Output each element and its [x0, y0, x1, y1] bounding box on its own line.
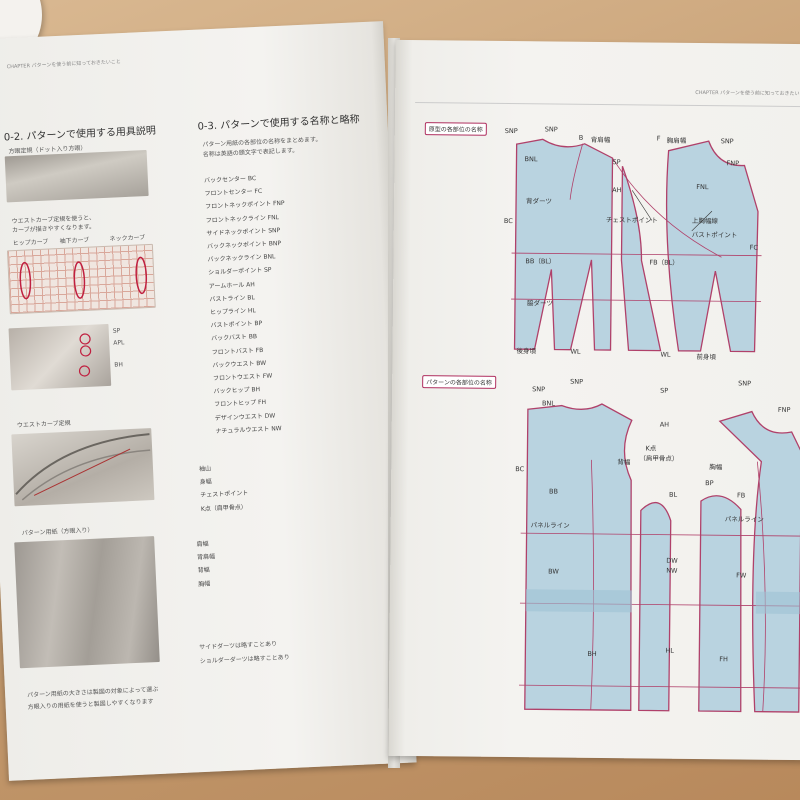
label-dw: DW [666, 556, 678, 565]
term-item: 肩幅 [196, 540, 209, 549]
right-page: CHAPTER パターンを使う前に知っておきたいこと 原型の各部位の名称 SNP… [388, 39, 800, 761]
back-panel-shape [524, 403, 633, 711]
ruler-label-3: ネックカーブ [109, 234, 146, 243]
label-upper_width: 上胸幅線 [691, 216, 718, 226]
label-bust_point: バストポイント [691, 230, 738, 240]
label-snp2: SNP [544, 125, 558, 134]
section-title-tools: 0-2. パターンで使用する用具説明 [3, 125, 157, 144]
bottom-note-2: 方眼入りの用紙を使うと製図しやすくなります [27, 698, 154, 711]
label-bp: BP [705, 479, 714, 488]
section-title-names: 0-3. パターンで使用する名称と略称 [197, 114, 360, 133]
header-rule [415, 102, 800, 108]
label-panel_line1: パネルライン [530, 521, 570, 530]
label-fnp: FNP [777, 405, 791, 414]
label-snp3: SNP [720, 137, 734, 146]
back-bodice-shape [513, 138, 614, 351]
photo-caption-2: ウエストカーブ定規 [16, 419, 71, 430]
photo-grid-ruler [4, 149, 149, 203]
label-fb_bl: FB（BL） [649, 258, 679, 267]
sloper-diagram [511, 138, 762, 353]
label-bl: BL [668, 490, 678, 499]
label-snp1: SNP [504, 126, 518, 136]
label-ah: AH [612, 186, 622, 195]
label-bnl: BNL [524, 155, 538, 164]
label-bw: BW [548, 567, 559, 576]
photo-curve-ruler [8, 323, 112, 391]
right-page-header: CHAPTER パターンを使う前に知っておきたいこと [695, 89, 800, 98]
term-item: 背幅 [197, 566, 210, 575]
waist-curve-lines [15, 433, 151, 501]
label-snp1: SNP [532, 385, 546, 394]
label-back_side: 後身頃 [516, 347, 537, 356]
label-fnl: FNL [696, 182, 709, 192]
left-page: CHAPTER パターンを使う前に知っておきたいこと 0-2. パターンで使用す… [0, 21, 417, 781]
terms-list-3: 肩幅背肩幅背幅胸幅 [196, 537, 216, 591]
label-f: F [656, 134, 661, 143]
pattern-diagram [519, 403, 800, 713]
figure-caption-1: 原型の各部位の名称 [424, 122, 487, 136]
marker-label-sp: SP [112, 327, 121, 335]
label-sp: SP [612, 158, 621, 167]
label-back_shoulder: 背肩幅 [590, 135, 611, 145]
term-item: 背肩幅 [196, 553, 216, 562]
label-nw: NW [666, 566, 678, 575]
photo-caption-3: パターン用紙（方眼入り） [21, 526, 94, 538]
label-sp: SP [660, 386, 669, 395]
photo-waist-curve [11, 428, 155, 507]
label-shoulder_width: 背幅 [617, 458, 631, 467]
label-front_shoulder: 胸肩幅 [666, 136, 687, 145]
ruler-markers [19, 256, 148, 300]
label-side_dart: 脇ダーツ [526, 299, 553, 308]
left-page-header: CHAPTER パターンを使う前に知っておきたいこと [6, 59, 122, 71]
label-fnp: FNP [726, 159, 740, 168]
term-item: 胸幅 [198, 580, 211, 588]
ruler-label-1: ヒップカーブ [12, 238, 49, 248]
sloper-labels: SNP SNP B 背肩幅 F 胸肩幅 SNP FNP BNL SP FNL BC 背ダーツ AH チェスト… [396, 40, 800, 361]
label-wl2: WL [660, 350, 671, 359]
label-bnl: BNL [541, 399, 555, 408]
front-panel-shape [718, 410, 800, 713]
term-item: K点（肩甲骨点） [200, 503, 247, 513]
label-fw: FW [736, 571, 747, 580]
photo-curve-rulers [6, 243, 156, 315]
label-chest_width: 胸幅 [709, 463, 723, 472]
label-fb: FB [736, 491, 746, 500]
label-bh: BH [587, 649, 597, 658]
marker-label-apl: APL [113, 339, 125, 347]
label-hl: HL [665, 646, 674, 655]
label-fh: FH [719, 655, 728, 664]
side-back-panel-shape [638, 501, 672, 712]
side-panel-shape [620, 165, 662, 352]
photo-pattern-paper [14, 536, 160, 669]
curve-ruler-markers [78, 333, 92, 377]
footnote-1: サイドダーツは略すことあり [199, 640, 278, 652]
side-front-panel-shape [698, 495, 742, 713]
label-chest_point: チェストポイント [605, 216, 658, 225]
label-panel_line2: パネルライン [724, 515, 764, 524]
footnote-2: ショルダーダーツは略すことあり [199, 654, 290, 666]
front-bodice-shape [665, 140, 759, 353]
label-ah: AH [659, 420, 670, 429]
label-fc: FC [749, 243, 758, 252]
label-snp2: SNP [570, 377, 584, 386]
label-back_dart: 背ダーツ [526, 197, 552, 206]
term-item: ナチュラルウエスト NW [215, 425, 282, 436]
label-b_shoulder: B [578, 133, 584, 142]
label-k_point: K点 [645, 444, 657, 453]
label-bb_bl: BB（BL） [525, 257, 556, 266]
label-k_note: （肩甲骨点） [639, 454, 679, 463]
label-snp3: SNP [738, 379, 752, 388]
figure-caption-2: パターンの各部位の名称 [422, 375, 496, 389]
label-front_side: 前身頃 [696, 352, 716, 362]
marker-label-bh: BH [114, 361, 124, 369]
ruler-label-2: 袖下カーブ [59, 236, 90, 246]
label-bc: BC [503, 216, 513, 226]
label-bc: BC [515, 465, 525, 474]
pattern-labels: SNP SNP SP SNP BNL FNP AH K点（肩甲骨点） 背幅胸幅 BP BC BB BL F… [396, 40, 800, 664]
label-wl1: WL [570, 347, 581, 356]
label-bb: BB [548, 487, 559, 496]
